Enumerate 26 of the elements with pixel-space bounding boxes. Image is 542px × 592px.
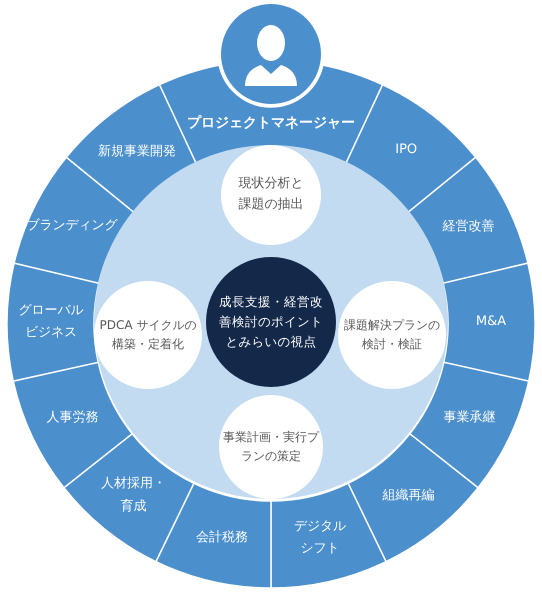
ring-segment [442, 262, 536, 382]
segment-label: 組織再編 [382, 486, 436, 505]
circle-label: 成長支援・経営改善検討のポイントとみらいの視点 [218, 293, 324, 351]
ring-segment [155, 482, 272, 589]
segment-label: 新規事業開発 [97, 142, 178, 161]
circle-label: 現状分析と課題の抽出 [238, 175, 304, 214]
ring-segment [407, 156, 529, 284]
circle-label: 事業計画・実行プランの策定 [222, 428, 320, 465]
segment-label: 会計税務 [194, 529, 249, 548]
segment-label: 人材採用・育成 [100, 475, 166, 516]
segment-label: デジタルシフト [294, 518, 346, 558]
circle-label: 課題解決プランの検討・検証 [343, 316, 441, 353]
segment-label: ブランディング [25, 216, 119, 235]
ring-segment [63, 433, 195, 562]
segment-label: 経営改善 [441, 218, 496, 236]
ring-segment [6, 262, 100, 382]
segment-label: グローバルビジネス [18, 302, 84, 342]
segment-label: M&A [474, 313, 508, 332]
ring-segment [347, 433, 479, 562]
ring-segment [13, 156, 135, 284]
segment-label: プロジェクトマネージャー [186, 114, 356, 134]
ring-segment [409, 362, 530, 488]
circle-label: PDCA サイクルの構築・定着化 [98, 316, 198, 353]
segment-label: 人事労務 [45, 409, 100, 428]
segment-label: IPO [394, 141, 418, 160]
segment-label: 事業承継 [442, 409, 497, 428]
